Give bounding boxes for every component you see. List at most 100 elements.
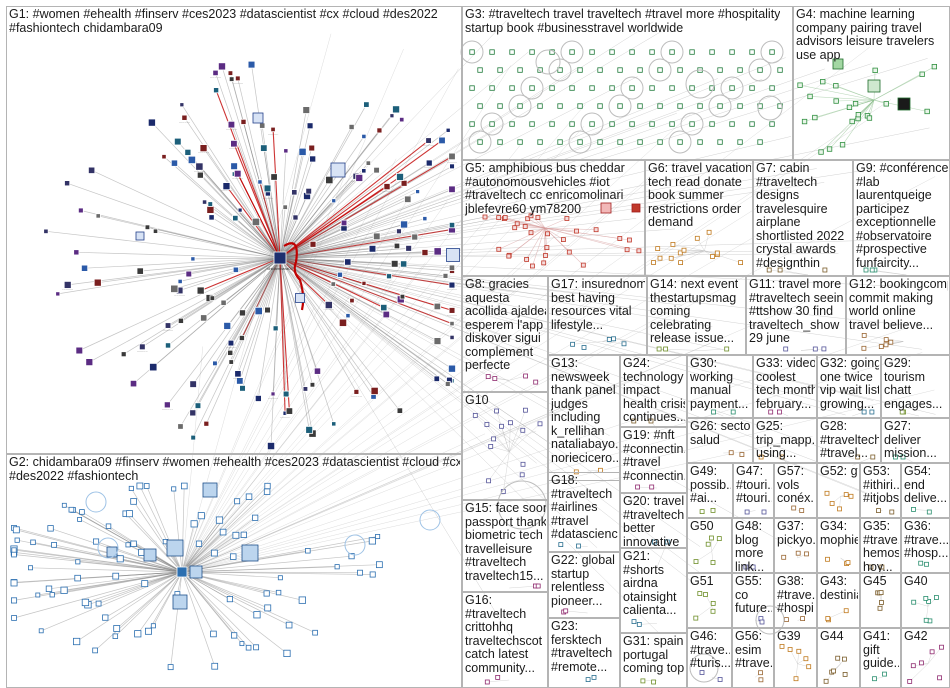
g3-node[interactable] [749, 85, 755, 91]
g5-node[interactable] [544, 245, 550, 251]
group-label-g31[interactable]: G31: spain portugal coming top... [623, 635, 685, 675]
g1-node[interactable] [421, 249, 429, 257]
small-group-node[interactable] [699, 509, 705, 515]
g2-node[interactable] [49, 592, 55, 598]
g2-node[interactable] [11, 551, 17, 558]
g3-node[interactable] [729, 49, 735, 55]
small-group-node[interactable] [911, 599, 917, 605]
g3-node[interactable] [489, 85, 495, 91]
small-group-node[interactable] [693, 615, 699, 621]
g2-node[interactable] [105, 523, 112, 529]
g3-node[interactable] [737, 103, 743, 109]
group-label-g12[interactable]: G12: bookingcompa commit making world on… [849, 278, 948, 332]
group-label-g22[interactable]: G22: global startup relentless pioneer..… [551, 554, 615, 608]
g5-node[interactable] [543, 253, 548, 258]
g4-featured-node[interactable] [867, 79, 881, 93]
g3-node[interactable] [529, 85, 535, 91]
small-group-node[interactable] [694, 235, 700, 241]
small-group-node[interactable] [876, 508, 881, 514]
small-group-node[interactable] [520, 461, 526, 467]
small-group-node[interactable] [709, 535, 714, 541]
g3-node[interactable] [609, 85, 615, 91]
g3-node[interactable] [537, 139, 543, 145]
g1-node[interactable] [251, 217, 261, 227]
g2-node[interactable] [141, 580, 149, 588]
g2-node[interactable] [75, 559, 81, 565]
small-group-node[interactable] [652, 539, 657, 545]
g1-node[interactable] [448, 264, 456, 271]
small-group-node[interactable] [793, 676, 799, 682]
g1-node[interactable] [411, 233, 419, 241]
g2-node[interactable] [92, 647, 98, 654]
g1-node[interactable] [223, 321, 232, 330]
small-group-node[interactable] [824, 490, 830, 496]
g3-node[interactable] [669, 121, 675, 127]
small-group-node[interactable] [591, 675, 597, 680]
g1-node[interactable] [207, 201, 214, 207]
g1-node[interactable] [81, 264, 89, 272]
g2-node[interactable] [277, 575, 283, 581]
g1-node[interactable] [232, 266, 240, 273]
g1-node[interactable] [376, 127, 383, 134]
g1-node[interactable] [194, 402, 202, 409]
small-group-node[interactable] [491, 436, 497, 442]
small-group-node[interactable] [492, 376, 498, 381]
small-group-node[interactable] [499, 423, 504, 429]
g3-node[interactable] [489, 49, 495, 55]
g1-node[interactable] [400, 179, 408, 187]
g3-node[interactable] [737, 67, 743, 73]
group-label-g26[interactable]: G26: sector salud [690, 420, 751, 447]
g1-node[interactable] [448, 221, 456, 229]
small-group-node[interactable] [716, 536, 722, 541]
g2-node[interactable] [113, 625, 121, 632]
g4-node[interactable] [919, 71, 925, 77]
group-label-g11[interactable]: G11: travel more #traveltech seeing #tts… [749, 278, 844, 345]
g2-node[interactable] [226, 596, 233, 603]
g1-node[interactable] [272, 325, 279, 332]
g2-node[interactable] [12, 526, 20, 534]
g1-node[interactable] [227, 70, 234, 76]
g5-node[interactable] [528, 213, 534, 219]
small-group-node[interactable] [812, 346, 818, 352]
small-group-node[interactable] [570, 341, 575, 347]
g1-node[interactable] [232, 214, 239, 222]
small-group-node[interactable] [926, 599, 931, 604]
g3-node[interactable] [569, 121, 575, 127]
group-label-g33[interactable]: G33: video coolest tech month february..… [756, 357, 815, 411]
small-group-node[interactable] [861, 332, 867, 338]
g3-node[interactable] [557, 139, 563, 145]
small-group-node[interactable] [750, 564, 756, 570]
small-group-node[interactable] [663, 346, 668, 352]
small-group-node[interactable] [699, 670, 705, 675]
g1-node[interactable] [404, 195, 412, 203]
small-group-node[interactable] [635, 484, 640, 490]
group-label-g8[interactable]: G8: gracies aquesta acollida ajaldea esp… [465, 278, 546, 372]
g1-node[interactable] [260, 144, 268, 152]
g1-node[interactable] [85, 358, 94, 367]
g1-node[interactable] [396, 407, 404, 414]
g2-node[interactable] [125, 542, 131, 548]
small-group-node[interactable] [768, 409, 774, 415]
g1-node[interactable] [438, 136, 446, 145]
small-group-node[interactable] [882, 671, 887, 677]
g3-node[interactable] [629, 85, 635, 91]
small-group-node[interactable] [911, 506, 916, 512]
small-group-node[interactable] [783, 346, 789, 352]
small-group-node[interactable] [533, 379, 539, 385]
g3-node[interactable] [589, 49, 595, 55]
g1-node[interactable] [187, 155, 196, 164]
small-group-node[interactable] [558, 542, 564, 547]
small-group-node[interactable] [843, 608, 849, 614]
g1-node[interactable] [120, 351, 127, 358]
g1-node[interactable] [405, 244, 412, 252]
g1-node[interactable] [330, 281, 336, 287]
g3-node[interactable] [677, 103, 683, 109]
group-label-g50[interactable]: G50 [690, 520, 714, 533]
group-label-g45[interactable]: G45 [863, 575, 887, 588]
small-group-node[interactable] [678, 260, 683, 266]
g3-node[interactable] [517, 103, 523, 109]
g3-node[interactable] [629, 49, 635, 55]
small-group-node[interactable] [523, 407, 528, 413]
g1-node[interactable] [266, 441, 276, 451]
g5-node[interactable] [636, 248, 642, 254]
